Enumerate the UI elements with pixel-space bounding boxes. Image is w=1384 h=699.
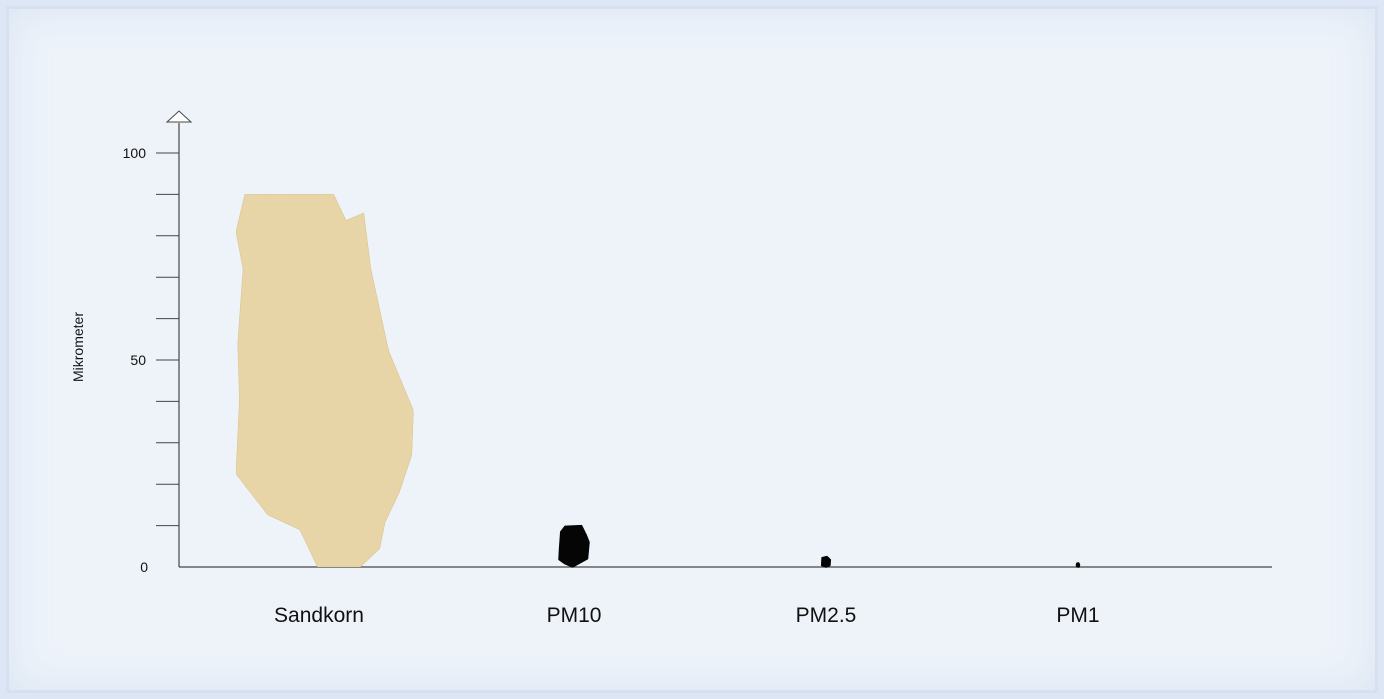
category-label: Sandkorn (274, 604, 364, 627)
axes: 0 50 100 Mikrometer (70, 110, 1272, 575)
particles (235, 194, 1081, 568)
y-tick-label: 50 (130, 352, 146, 368)
category-label: PM10 (547, 604, 602, 627)
particle-pm1 (1075, 562, 1081, 568)
particle-pm2-5 (820, 555, 832, 568)
particle-pm10 (558, 524, 590, 568)
y-ticks: 0 50 100 (123, 145, 179, 575)
category-label: PM1 (1056, 604, 1099, 627)
y-axis-arrowhead (165, 110, 193, 123)
particle-sandkorn (235, 194, 414, 568)
y-tick-label: 0 (140, 559, 148, 575)
y-axis-title: Mikrometer (70, 312, 86, 382)
category-label: PM2.5 (796, 604, 857, 627)
category-labels: Sandkorn PM10 PM2.5 PM1 (274, 604, 1100, 627)
chart-frame (6, 6, 1378, 693)
y-tick-label: 100 (123, 145, 147, 161)
